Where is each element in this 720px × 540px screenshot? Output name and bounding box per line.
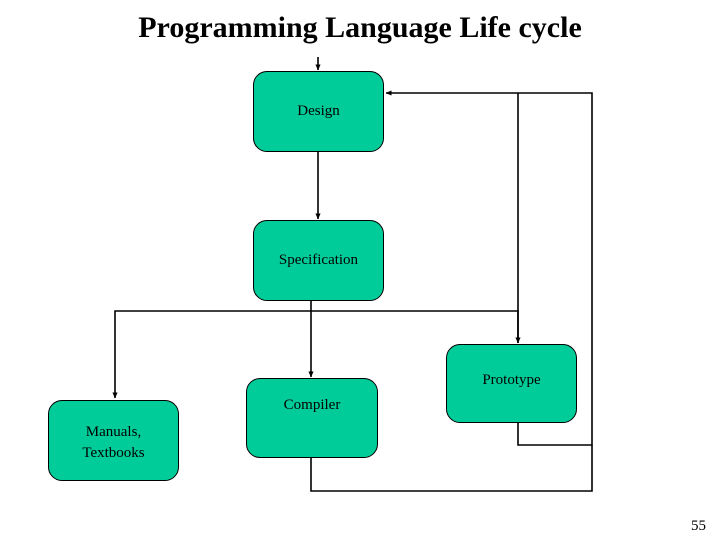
flowchart-node-specification-label: Specification [278, 252, 359, 268]
flowchart-node-manuals-textbooks[interactable]: Manuals, Textbooks [48, 400, 179, 481]
page-title: Programming Language Life cycle [138, 11, 582, 44]
page-number: 55 [691, 518, 706, 534]
edge-specification-prototype [311, 310, 521, 344]
flowchart-node-specification[interactable]: Specification [253, 220, 384, 301]
flowchart-node-prototype-label: Prototype [482, 372, 541, 388]
edge-compiler-design [310, 445, 593, 492]
flowchart-node-manuals-textbooks-label: Manuals, Textbooks [82, 423, 145, 461]
flowchart-node-design[interactable]: Design [253, 71, 384, 152]
flowchart-node-prototype[interactable]: Prototype [446, 344, 577, 423]
flowchart-node-compiler[interactable]: Compiler [246, 378, 378, 458]
flowchart-node-design-label: Design [297, 103, 340, 119]
flowchart-node-compiler-label: Compiler [283, 396, 341, 413]
edge-specification-manuals [112, 310, 311, 399]
